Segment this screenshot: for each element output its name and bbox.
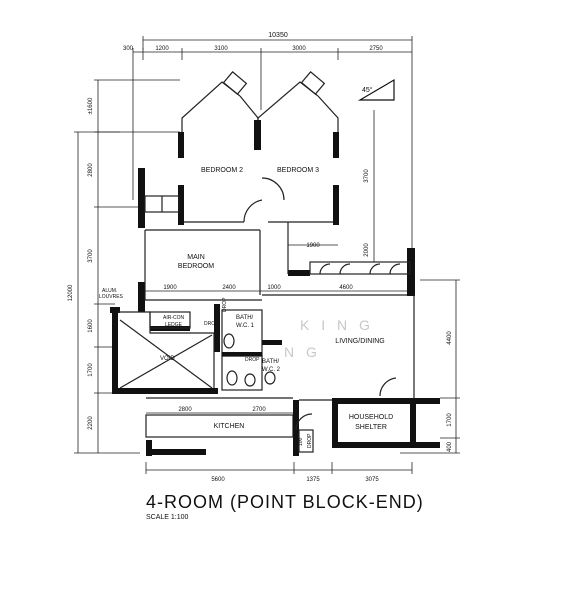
dim-top-300: 300: [123, 46, 134, 52]
dim-2800-kitchen: 2800: [178, 407, 192, 413]
label-drop-3: DROP: [245, 357, 260, 363]
dim-2400: 2400: [222, 285, 236, 291]
dim-top-3100: 3100: [214, 46, 228, 52]
dim-top-1200: 1200: [155, 46, 169, 52]
dim-2700-kitchen: 2700: [252, 407, 266, 413]
dim-1000: 1000: [267, 285, 281, 291]
label-bath-wc2-a: BATH/: [262, 359, 280, 365]
dim-1900-b: 1900: [163, 285, 177, 291]
dim-bottom-1375: 1375: [306, 477, 320, 483]
dim-left-1600b: 1600: [88, 319, 94, 333]
dim-bottom-3075: 3075: [365, 477, 379, 483]
dim-left-1600: ±1600: [88, 97, 94, 114]
dim-left-1700: 1700: [88, 363, 94, 377]
dim-left-2200: 2200: [88, 416, 94, 430]
north-arrow: 45°: [357, 78, 395, 101]
dim-left-3700: 3700: [88, 249, 94, 263]
dim-left-total: 12000: [68, 284, 74, 301]
plan-title: 4-ROOM (POINT BLOCK-END): [146, 492, 424, 512]
dim-right-4400: 4400: [447, 331, 453, 345]
dim-left-2800: 2800: [88, 163, 94, 177]
label-bedroom-2: BEDROOM 2: [201, 167, 243, 174]
dim-1900-a: 1900: [306, 243, 320, 249]
label-bath-wc1-b: W.C. 1: [236, 323, 255, 329]
label-drop-100: 100: [298, 437, 304, 446]
label-alum-2: LOUVRES: [99, 294, 124, 300]
dimension-lines: 10350 300 1200 3100 3000 2750 12000 ±160…: [68, 32, 460, 483]
label-main-bedroom-1: MAIN: [187, 254, 205, 261]
north-angle-label: 45°: [362, 86, 373, 94]
dim-right-2000: 2000: [364, 243, 370, 257]
label-drop-2: DROP: [204, 321, 219, 327]
watermark-line-2: N G: [284, 344, 321, 360]
dim-top-2750: 2750: [369, 46, 383, 52]
label-alum-1: ALUM.: [102, 288, 117, 294]
label-bath-wc2-b: W.C. 2: [262, 367, 281, 373]
room-labels: BEDROOM 2 BEDROOM 3 MAIN BEDROOM LIVING/…: [99, 167, 393, 448]
dim-right-400: 400: [447, 441, 453, 452]
dim-top-3000: 3000: [292, 46, 306, 52]
label-main-bedroom-2: BEDROOM: [178, 263, 214, 270]
label-shelter-2: SHELTER: [355, 424, 387, 431]
label-void: VOID: [160, 356, 175, 362]
label-shelter-1: HOUSEHOLD: [349, 414, 393, 421]
dim-top-total: 10350: [268, 32, 288, 39]
label-drop-1: DROP: [222, 297, 228, 312]
dim-4600: 4600: [339, 285, 353, 291]
label-living-dining: LIVING/DINING: [335, 338, 384, 345]
label-kitchen: KITCHEN: [214, 423, 245, 430]
label-bath-wc1-a: BATH/: [236, 315, 254, 321]
dim-bottom-5600: 5600: [211, 477, 225, 483]
label-aircon-1: AIR-CON: [163, 315, 185, 321]
watermark-line-1: K I N G: [300, 317, 374, 333]
walls: [110, 71, 440, 456]
label-aircon-2: LEDGE: [165, 322, 183, 328]
label-drop-v: DROP: [307, 433, 313, 448]
label-bedroom-3: BEDROOM 3: [277, 167, 319, 174]
dim-right-1700: 1700: [447, 413, 453, 427]
dim-right-3700: 3700: [364, 169, 370, 183]
plan-scale: SCALE 1:100: [146, 514, 189, 521]
